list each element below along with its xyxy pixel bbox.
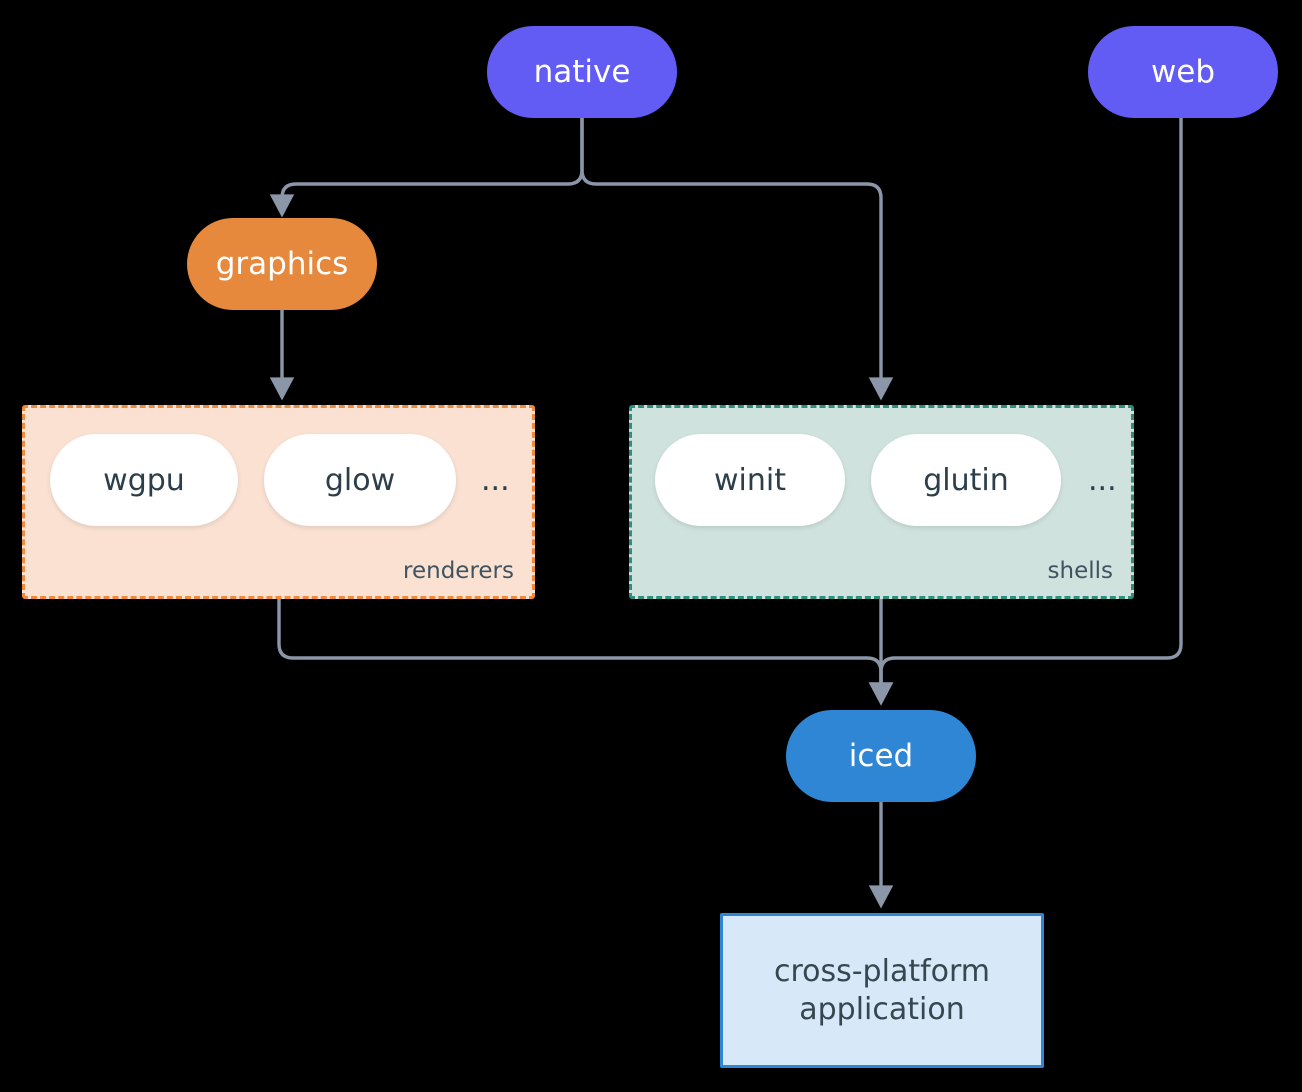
shells-more-ellipsis: ...: [1088, 463, 1117, 498]
node-application-label-line2: application: [799, 991, 965, 1027]
node-winit[interactable]: winit: [655, 434, 845, 526]
node-graphics-label: graphics: [215, 245, 349, 282]
node-iced-label: iced: [848, 737, 914, 774]
node-glow[interactable]: glow: [264, 434, 456, 526]
node-cross-platform-application[interactable]: cross-platform application: [720, 913, 1044, 1068]
node-graphics[interactable]: graphics: [187, 218, 377, 310]
cluster-renderers-title: renderers: [403, 558, 514, 584]
edge-native-to-shells: [580, 116, 894, 401]
node-application-label-line1: cross-platform: [773, 954, 991, 989]
edge-renderers-to-iced: [277, 597, 894, 706]
node-glutin[interactable]: glutin: [871, 434, 1061, 526]
edge-native-to-graphics: [269, 116, 584, 218]
node-web-label: web: [1150, 53, 1216, 90]
node-web[interactable]: web: [1088, 26, 1278, 118]
node-iced[interactable]: iced: [786, 710, 976, 802]
node-native-label: native: [533, 53, 631, 90]
cluster-shells-title: shells: [1047, 558, 1113, 584]
renderers-more-ellipsis: ...: [481, 463, 510, 498]
node-native[interactable]: native: [487, 26, 677, 118]
node-wgpu[interactable]: wgpu: [50, 434, 238, 526]
